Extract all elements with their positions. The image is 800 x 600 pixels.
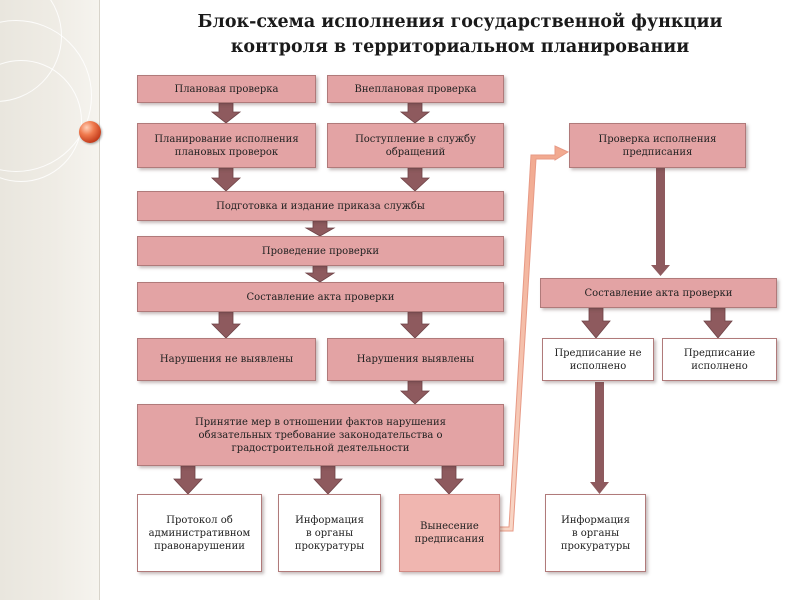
appeals-label: Поступление в службу обращений	[355, 133, 476, 158]
info-right-box: Информация в органы прокуратуры	[545, 494, 646, 572]
planning-box: Планирование исполнения плановых проверо…	[137, 123, 316, 168]
title-line-1: Блок-схема исполнения государственной фу…	[197, 12, 723, 32]
measures-box: Принятие мер в отношении фактов нарушени…	[137, 404, 504, 466]
block-arrow-1	[210, 102, 242, 124]
info-right-label: Информация в органы прокуратуры	[560, 514, 631, 552]
page-title: Блок-схема исполнения государственной фу…	[150, 10, 770, 60]
block-arrow-13	[581, 307, 611, 339]
title-line-2: контроля в территориальном планировании	[230, 37, 690, 57]
feedback-arrow	[498, 145, 570, 532]
no-violations-label: Нарушения не выявлены	[159, 354, 294, 365]
block-arrow-9	[399, 380, 431, 405]
violations-box: Нарушения выявлены	[327, 338, 504, 381]
block-arrow-12	[434, 465, 464, 495]
block-arrow-10	[173, 465, 203, 495]
issue-order-box: Вынесение предписания	[399, 494, 500, 572]
order-executed-label: Предписание исполнено	[683, 347, 756, 372]
violations-label: Нарушения выявлены	[356, 354, 475, 365]
act-left-label: Составление акта проверки	[246, 291, 395, 303]
check-execution-label: Проверка исполнения предписания	[598, 133, 717, 158]
block-arrow-6	[304, 265, 336, 283]
right-shaft-1-head	[651, 265, 670, 276]
block-arrow-11	[313, 465, 343, 495]
right-shaft-1	[656, 166, 665, 269]
order-executed-box: Предписание исполнено	[662, 338, 777, 381]
unplanned-check-box: Внеплановая проверка	[327, 75, 504, 103]
protocol-box: Протокол об административном правонаруше…	[137, 494, 262, 572]
right-shaft-2	[595, 382, 604, 485]
unplanned-check-label: Внеплановая проверка	[354, 83, 477, 95]
decorative-left-panel	[0, 0, 100, 600]
conduct-label: Проведение проверки	[261, 245, 380, 257]
issue-order-label: Вынесение предписания	[414, 521, 485, 545]
decorative-ball	[79, 121, 101, 143]
info-left-box: Информация в органы прокуратуры	[278, 494, 381, 572]
conduct-box: Проведение проверки	[137, 236, 504, 266]
block-arrow-5	[304, 220, 336, 237]
planned-check-label: Плановая проверка	[174, 83, 279, 95]
block-arrow-14	[703, 307, 733, 339]
order-not-executed-label: Предписание не исполнено	[554, 347, 642, 372]
protocol-label: Протокол об административном правонаруше…	[148, 514, 251, 552]
check-execution-box: Проверка исполнения предписания	[569, 123, 746, 168]
block-arrow-7	[211, 311, 241, 339]
order-label: Подготовка и издание приказа службы	[216, 200, 425, 212]
block-arrow-8	[400, 311, 430, 339]
right-shaft-2-head	[590, 482, 609, 494]
act-right-label: Составление акта проверки	[584, 287, 733, 299]
appeals-box: Поступление в службу обращений	[327, 123, 504, 168]
no-violations-box: Нарушения не выявлены	[137, 338, 316, 381]
act-right-box: Составление акта проверки	[540, 278, 777, 308]
act-left-box: Составление акта проверки	[137, 282, 504, 312]
planned-check-box: Плановая проверка	[137, 75, 316, 103]
block-arrow-4	[399, 167, 431, 192]
block-arrow-3	[210, 167, 242, 192]
measures-label: Принятие мер в отношении фактов нарушени…	[195, 416, 446, 454]
info-left-label: Информация в органы прокуратуры	[294, 514, 365, 552]
order-not-executed-box: Предписание не исполнено	[542, 338, 654, 381]
order-box: Подготовка и издание приказа службы	[137, 191, 504, 221]
planning-label: Планирование исполнения плановых проверо…	[154, 133, 299, 158]
block-arrow-2	[399, 102, 431, 124]
